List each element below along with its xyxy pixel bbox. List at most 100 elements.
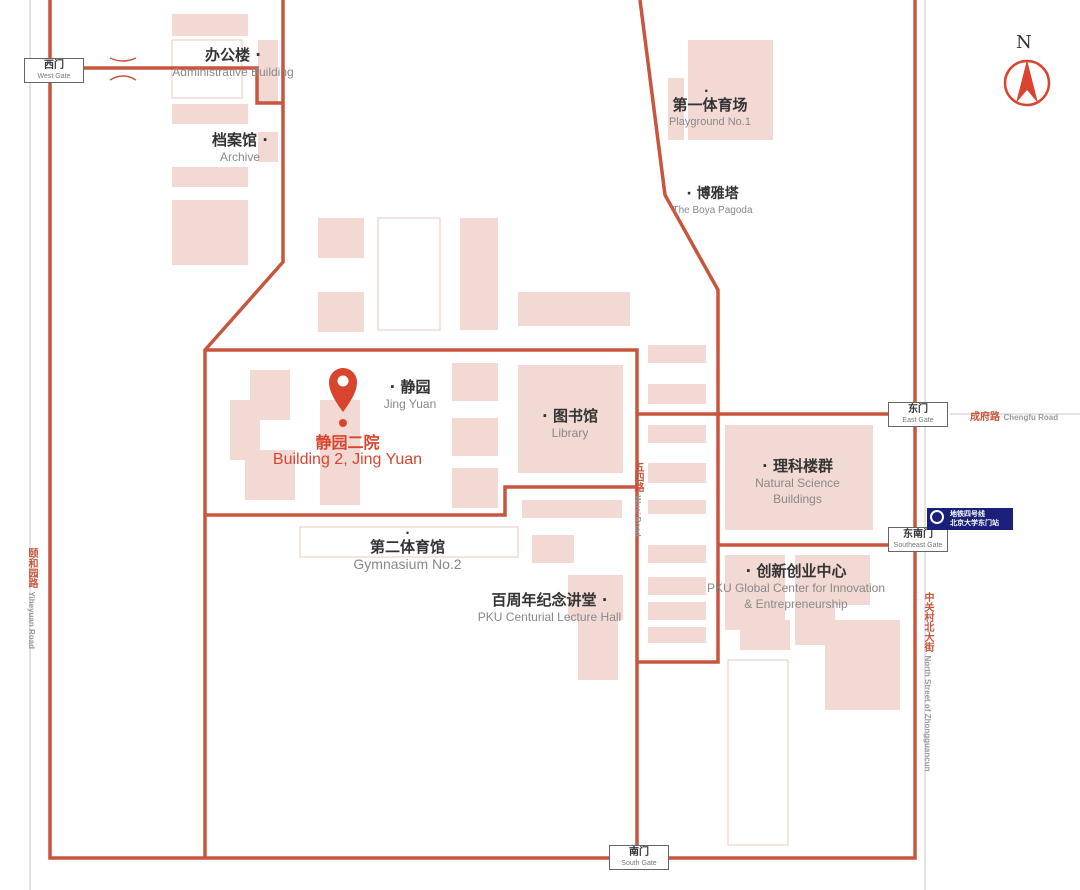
place-zh: 办公楼 [205, 46, 251, 64]
building [522, 500, 622, 518]
building [648, 425, 706, 443]
gate-zh: 西门 [44, 60, 64, 71]
building [648, 500, 706, 514]
place-zh: 第二体育馆 [369, 538, 445, 556]
gate-en: Southeast Gate [893, 542, 943, 549]
gate-zh: 东南门 [903, 529, 933, 540]
wusi-road-label: 五四路 Wusi Road [630, 462, 645, 537]
lecture-hall-label[interactable]: 百周年纪念讲堂 ·PKU Centurial Lecture Hall [472, 591, 627, 625]
zhongguancun-road-label: 中关村北大街 North Street of Zhongguancun [920, 592, 935, 771]
place-zh: 第一体育场 [672, 96, 748, 114]
building [172, 104, 248, 124]
building [830, 555, 870, 605]
building [250, 370, 290, 420]
place-en: Archive [219, 150, 260, 164]
location-pin-icon [329, 368, 357, 427]
road-en: North Street of Zhongguancun [923, 655, 932, 772]
building [460, 218, 498, 330]
building-outline [727, 659, 789, 846]
road-zh: 中关村北大街 [922, 592, 933, 652]
building [172, 167, 248, 187]
building [648, 384, 706, 404]
building [452, 468, 498, 508]
roads [29, 0, 1080, 890]
west-gate[interactable]: 西门 West Gate [24, 58, 84, 83]
place-en-2: Buildings [773, 492, 822, 506]
place-en: PKU Centurial Lecture Hall [477, 610, 622, 624]
compass-north-label: N [1016, 32, 1032, 53]
road [48, 0, 917, 860]
building [518, 292, 630, 326]
road-en: Wusi Road [633, 495, 642, 537]
compass-icon [1003, 59, 1051, 107]
bridge-icon [109, 57, 137, 81]
road-zh: 颐和园路 [26, 548, 37, 588]
building [318, 292, 364, 332]
road-zh: 五四路 [632, 462, 643, 492]
chengfu-road-label: 成府路 Chengfu Road [970, 408, 1058, 423]
building [320, 400, 360, 505]
metro-station: 北京大学东门站 [950, 519, 999, 527]
building [725, 555, 785, 630]
gate-zh: 东门 [908, 404, 928, 415]
building [532, 535, 574, 563]
building [578, 600, 618, 680]
gate-en: West Gate [37, 73, 71, 80]
building [172, 200, 248, 265]
place-en: Library [551, 426, 589, 440]
road-en: Yiheyuan Road [27, 591, 36, 649]
place-zh: 静园二院 [315, 433, 380, 452]
metro-line: 地铁四号线 [950, 510, 985, 518]
gate-en: South Gate [621, 860, 657, 867]
yiheyuan-road-label: 颐和园路 Yiheyuan Road [24, 548, 39, 649]
building-outline [377, 217, 441, 331]
place-en-1: PKU Global Center for Innovation [706, 581, 886, 595]
building [648, 627, 706, 643]
building [648, 463, 706, 483]
building [518, 365, 623, 473]
place-en: Administrative Building [172, 65, 294, 79]
metro-station-badge[interactable]: 地铁四号线 北京大学东门站 [927, 508, 1013, 530]
southeast-gate[interactable]: 东南门 Southeast Gate [888, 527, 948, 552]
place-en: Jing Yuan [383, 397, 437, 411]
place-zh: 档案馆 [212, 131, 258, 149]
place-en-2: & Entrepreneurship [744, 597, 848, 611]
road [203, 0, 285, 858]
building [452, 418, 498, 456]
building [825, 620, 900, 710]
road-zh: 成府路 [970, 412, 1000, 423]
metro-icon [930, 510, 944, 524]
east-gate[interactable]: 东门 East Gate [888, 402, 948, 427]
place-en: Building 2, Jing Yuan [272, 451, 423, 468]
place-en: The Boya Pagoda [672, 205, 753, 216]
archive-label[interactable]: 档案馆 ·Archive [200, 131, 280, 165]
admin-building-label[interactable]: 办公楼 ·Administrative Building [168, 46, 298, 80]
place-en: Playground No.1 [669, 116, 751, 128]
road [637, 0, 720, 664]
building [258, 40, 278, 102]
building [740, 620, 790, 650]
building [452, 363, 498, 401]
place-zh: 百周年纪念讲堂 [491, 591, 597, 609]
road [205, 485, 637, 517]
buildings [171, 14, 900, 846]
building [668, 78, 684, 140]
road [205, 348, 639, 858]
building [648, 345, 706, 363]
place-zh: 理科楼群 [772, 457, 833, 475]
building-outline [299, 526, 519, 558]
place-en-1: Natural Science [755, 476, 840, 490]
building [688, 40, 773, 140]
gate-en: East Gate [902, 417, 934, 424]
